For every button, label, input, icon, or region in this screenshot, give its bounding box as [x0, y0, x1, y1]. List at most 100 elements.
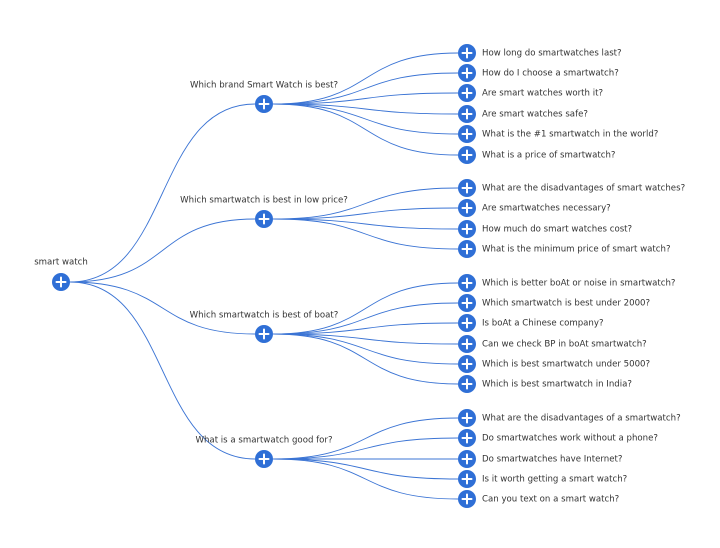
leaf-node-expand-button[interactable]	[458, 409, 476, 427]
plus-icon	[461, 149, 473, 161]
plus-icon	[55, 276, 67, 288]
leaf-node-label: What is the minimum price of smart watch…	[482, 245, 671, 255]
leaf-node-label: Is boAt a Chinese company?	[482, 319, 604, 329]
leaf-node-expand-button[interactable]	[458, 274, 476, 292]
mind-map-nodes: smart watch Which brand Smart Watch is be…	[34, 44, 685, 508]
leaf-node-label: Can we check BP in boAt smartwatch?	[482, 340, 647, 350]
branch-node-expand-button[interactable]	[255, 210, 273, 228]
leaf-node-expand-button[interactable]	[458, 335, 476, 353]
plus-icon	[258, 453, 270, 465]
leaf-node-expand-button[interactable]	[458, 125, 476, 143]
leaf-node-expand-button[interactable]	[458, 220, 476, 238]
leaf-node-label: How much do smart watches cost?	[482, 225, 632, 235]
leaf-node-label: Do smartwatches have Internet?	[482, 455, 622, 465]
leaf-node-label: Are smart watches worth it?	[482, 89, 603, 99]
leaf-node-expand-button[interactable]	[458, 179, 476, 197]
branch-to-leaf-line	[272, 103, 459, 135]
leaf-node-label: What are the disadvantages of smart watc…	[482, 184, 685, 194]
leaf-node-expand-button[interactable]	[458, 105, 476, 123]
leaf-node-expand-button[interactable]	[458, 146, 476, 164]
branch-to-leaf-line	[272, 207, 459, 220]
leaf-node-label: What is the #1 smartwatch in the world?	[482, 130, 658, 140]
plus-icon	[461, 243, 473, 255]
leaf-node-expand-button[interactable]	[458, 314, 476, 332]
branch-node-label: Which smartwatch is best in low price?	[180, 196, 348, 206]
leaf-node-label: Which is best smartwatch in India?	[482, 380, 632, 390]
branch-node-expand-button[interactable]	[255, 325, 273, 343]
plus-icon	[461, 358, 473, 370]
branch-to-leaf-line	[272, 333, 459, 345]
plus-icon	[461, 317, 473, 329]
branch-to-leaf-line	[272, 458, 459, 500]
leaf-node-label: What is a price of smartwatch?	[482, 151, 615, 161]
plus-icon	[461, 378, 473, 390]
branch-to-leaf-line	[272, 92, 459, 105]
branch-to-leaf-line	[272, 282, 459, 335]
branch-to-leaf-line	[272, 417, 459, 460]
plus-icon	[461, 182, 473, 194]
branch-to-leaf-line	[272, 302, 459, 335]
root-node-label: smart watch	[34, 258, 88, 268]
leaf-node-label: Are smart watches safe?	[482, 110, 588, 120]
leaf-node-expand-button[interactable]	[458, 429, 476, 447]
plus-icon	[461, 277, 473, 289]
branch-to-leaf-line	[272, 218, 459, 250]
leaf-node-expand-button[interactable]	[458, 84, 476, 102]
leaf-node-expand-button[interactable]	[458, 64, 476, 82]
leaf-node-expand-button[interactable]	[458, 355, 476, 373]
root-to-branch-line	[69, 281, 256, 335]
branch-to-leaf-line	[272, 218, 459, 230]
plus-icon	[461, 108, 473, 120]
branch-to-leaf-line	[272, 187, 459, 220]
connector-lines	[69, 52, 459, 500]
plus-icon	[461, 202, 473, 214]
branch-to-leaf-line	[272, 333, 459, 385]
branch-to-leaf-line	[272, 322, 459, 335]
leaf-node-label: How long do smartwatches last?	[482, 49, 622, 59]
leaf-node-label: Do smartwatches work without a phone?	[482, 434, 658, 444]
leaf-node-expand-button[interactable]	[458, 240, 476, 258]
plus-icon	[461, 128, 473, 140]
leaf-node-label: How do I choose a smartwatch?	[482, 69, 619, 79]
plus-icon	[461, 87, 473, 99]
leaf-node-expand-button[interactable]	[458, 470, 476, 488]
plus-icon	[461, 473, 473, 485]
branch-to-leaf-line	[272, 72, 459, 105]
branch-to-leaf-line	[272, 458, 459, 480]
branch-node-expand-button[interactable]	[255, 95, 273, 113]
plus-icon	[461, 493, 473, 505]
leaf-node-expand-button[interactable]	[458, 199, 476, 217]
branch-to-leaf-line	[272, 333, 459, 365]
plus-icon	[461, 47, 473, 59]
leaf-node-expand-button[interactable]	[458, 44, 476, 62]
branch-node-expand-button[interactable]	[255, 450, 273, 468]
leaf-node-label: Are smartwatches necessary?	[482, 204, 611, 214]
root-to-branch-line	[69, 281, 256, 460]
plus-icon	[461, 67, 473, 79]
branch-to-leaf-line	[272, 103, 459, 115]
plus-icon	[461, 453, 473, 465]
plus-icon	[461, 412, 473, 424]
leaf-node-label: Which smartwatch is best under 2000?	[482, 299, 650, 309]
root-to-branch-line	[69, 103, 256, 283]
plus-icon	[258, 213, 270, 225]
plus-icon	[461, 223, 473, 235]
plus-icon	[461, 297, 473, 309]
plus-icon	[258, 98, 270, 110]
leaf-node-expand-button[interactable]	[458, 294, 476, 312]
branch-node-label: Which brand Smart Watch is best?	[190, 81, 338, 91]
leaf-node-label: Is it worth getting a smart watch?	[482, 475, 627, 485]
leaf-node-expand-button[interactable]	[458, 450, 476, 468]
root-to-branch-line	[69, 218, 256, 283]
branch-to-leaf-line	[272, 52, 459, 105]
branch-to-leaf-line	[272, 103, 459, 156]
leaf-node-label: Which is better boAt or noise in smartwa…	[482, 279, 676, 289]
leaf-node-expand-button[interactable]	[458, 490, 476, 508]
leaf-node-expand-button[interactable]	[458, 375, 476, 393]
root-node-expand-button[interactable]	[52, 273, 70, 291]
branch-node-label: What is a smartwatch good for?	[195, 436, 332, 446]
leaf-node-label: Which is best smartwatch under 5000?	[482, 360, 650, 370]
branch-node-label: Which smartwatch is best of boat?	[190, 311, 339, 321]
plus-icon	[461, 338, 473, 350]
